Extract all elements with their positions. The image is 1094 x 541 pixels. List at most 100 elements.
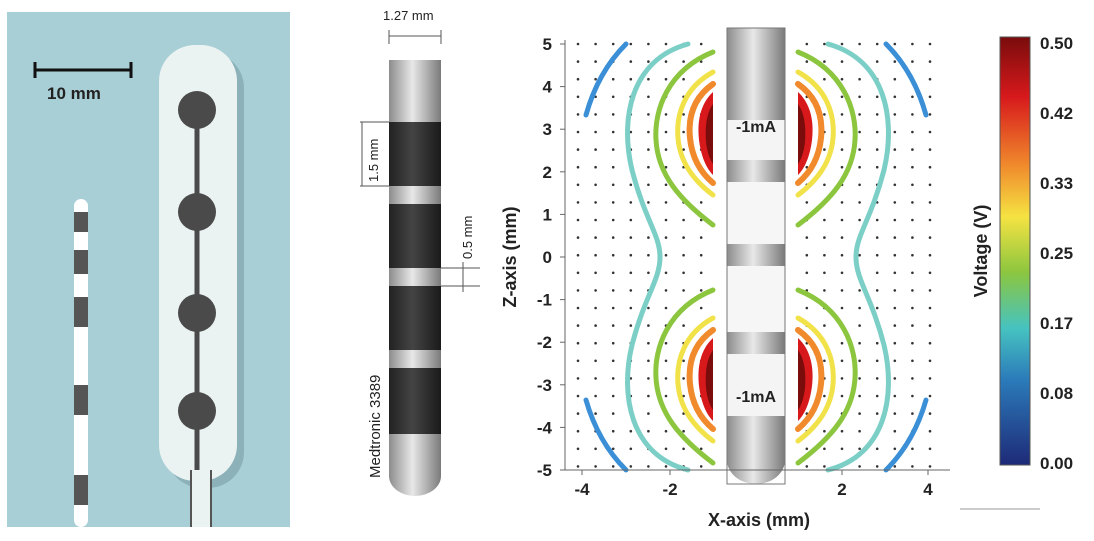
grid-dot xyxy=(875,394,879,398)
grid-dot xyxy=(823,42,826,46)
grid-dot xyxy=(576,271,580,275)
grid-dot xyxy=(840,113,844,116)
grid-dot xyxy=(629,253,633,257)
grid-dot xyxy=(576,148,580,151)
grid-dot xyxy=(823,218,826,222)
contact-length-label: 1.5 mm xyxy=(366,139,381,182)
grid-dot xyxy=(840,359,844,363)
grid-dot xyxy=(893,42,897,46)
grid-dot xyxy=(647,95,650,99)
grid-dot xyxy=(840,148,844,151)
grid-dot xyxy=(611,183,615,187)
grid-dot xyxy=(893,218,897,222)
grid-dot xyxy=(823,77,826,81)
grid-dot xyxy=(699,253,703,257)
grid-dot xyxy=(840,130,844,134)
grid-dot xyxy=(911,306,914,310)
grid-dot xyxy=(594,165,597,169)
grid-dot xyxy=(682,359,685,363)
grid-dot xyxy=(664,42,668,46)
grid-dot xyxy=(805,253,809,257)
grid-dot xyxy=(576,60,580,63)
grid-dot xyxy=(805,271,809,275)
grid-dot xyxy=(875,271,879,275)
grid-dot xyxy=(840,201,844,204)
grid-dot xyxy=(664,447,668,451)
grid-dot xyxy=(576,113,580,116)
grid-dot xyxy=(647,165,650,169)
grid-dot xyxy=(858,42,861,46)
grid-dot xyxy=(928,465,932,468)
grid-dot xyxy=(893,165,897,169)
grid-dot xyxy=(682,253,685,257)
grid-dot xyxy=(840,95,844,99)
grid-dot xyxy=(875,60,879,63)
grid-dot xyxy=(664,201,668,204)
contour-blue xyxy=(883,397,929,473)
grid-dot xyxy=(647,359,650,363)
z-tick-label: 1 xyxy=(543,205,552,224)
grid-dot xyxy=(858,324,861,327)
grid-dot xyxy=(928,447,932,451)
contour-lines xyxy=(583,41,929,473)
grid-dot xyxy=(893,113,897,116)
grid-dot xyxy=(893,465,897,468)
grid-dot xyxy=(840,60,844,63)
grid-dot xyxy=(893,253,897,257)
scale-bar xyxy=(33,62,133,78)
grid-dot xyxy=(893,148,897,151)
grid-dot xyxy=(594,271,597,275)
grid-dot xyxy=(682,394,685,398)
contour-teal xyxy=(625,41,691,473)
high-voltage-cores xyxy=(698,92,813,421)
grid-dot xyxy=(594,465,597,468)
grid-dot xyxy=(911,289,914,292)
z-tick-label: 0 xyxy=(543,248,552,267)
grid-dot xyxy=(911,236,914,239)
grid-dot xyxy=(875,465,879,468)
grid-dot xyxy=(629,183,633,187)
grid-dot xyxy=(893,289,897,292)
grid-dot xyxy=(840,77,844,81)
grid-dot xyxy=(682,113,685,116)
grid-dot xyxy=(647,394,650,398)
grid-dot xyxy=(629,60,633,63)
grid-dot xyxy=(858,113,861,116)
grid-dot xyxy=(576,183,580,187)
grid-dot xyxy=(576,42,580,46)
grid-dot xyxy=(911,60,914,63)
grid-dot xyxy=(576,359,580,363)
grid-dot xyxy=(699,271,703,275)
grid-dot xyxy=(594,359,597,363)
grid-dot xyxy=(664,148,668,151)
grid-dot xyxy=(611,95,615,99)
grid-dot xyxy=(893,429,897,433)
grid-dot xyxy=(911,165,914,169)
grid-dot xyxy=(611,359,615,363)
grid-dot xyxy=(647,429,650,433)
grid-dot xyxy=(664,465,668,468)
grid-dot xyxy=(576,218,580,222)
thin-lead xyxy=(74,199,88,527)
grid-dot xyxy=(805,60,809,63)
grid-dot xyxy=(629,271,633,275)
grid-dot xyxy=(911,324,914,327)
grid-dot xyxy=(840,306,844,310)
grid-dot xyxy=(699,201,703,204)
grid-dot xyxy=(875,341,879,345)
grid-dot xyxy=(928,377,932,380)
grid-dot xyxy=(928,218,932,222)
grid-dot xyxy=(664,377,668,380)
grid-dot xyxy=(911,447,914,451)
grid-dot xyxy=(928,289,932,292)
grid-dot xyxy=(699,447,703,451)
colorbar: 0.500.420.330.250.170.080.00 Voltage (V) xyxy=(960,34,1073,510)
grid-dot xyxy=(664,77,668,81)
grid-dot xyxy=(858,201,861,204)
grid-dot xyxy=(840,341,844,345)
model-label: Medtronic 3389 xyxy=(367,375,384,478)
grid-dot xyxy=(928,148,932,151)
